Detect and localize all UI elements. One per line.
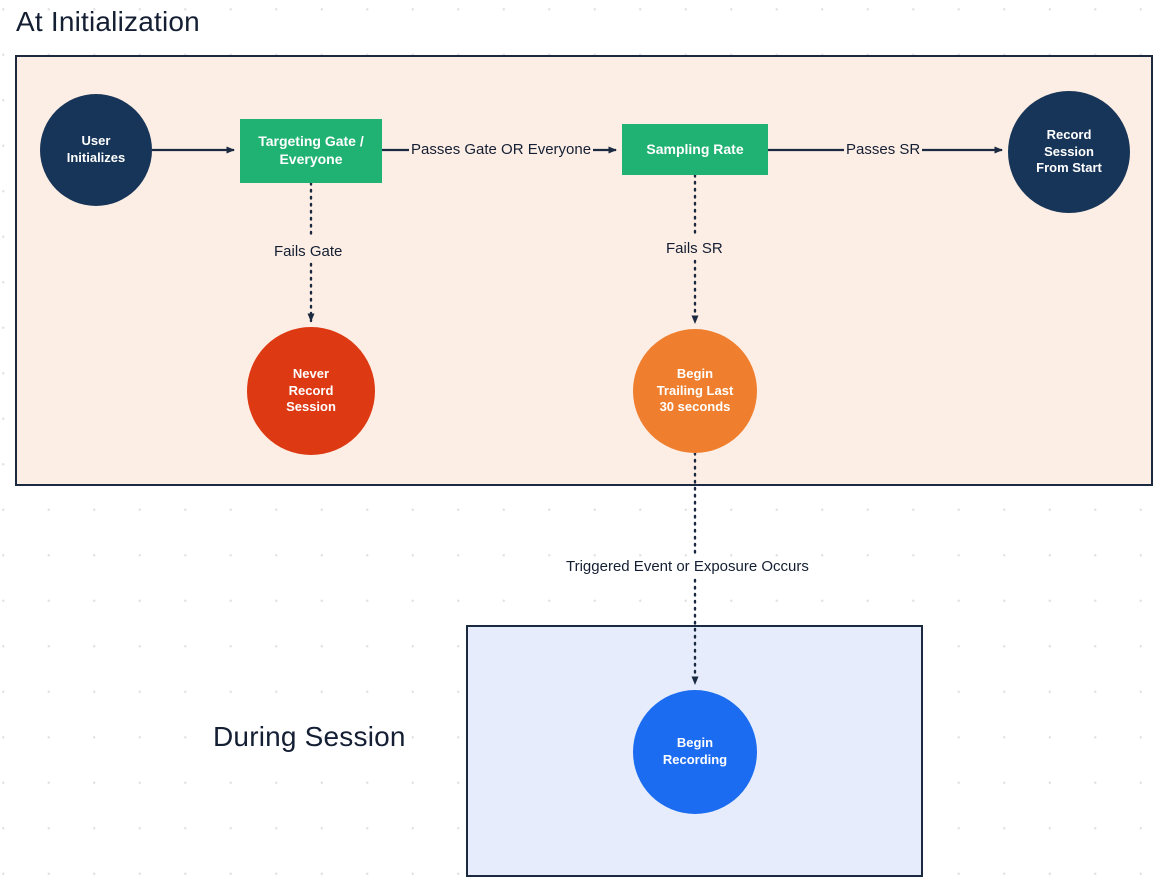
- node-sampling-rate-label: Sampling Rate: [646, 140, 744, 157]
- node-sampling-rate[interactable]: Sampling Rate: [622, 124, 768, 175]
- node-user-initializes-label: User Initializes: [66, 133, 126, 165]
- page-title-during-session: During Session: [213, 721, 406, 752]
- node-begin-trailing-last-30-seconds[interactable]: Begin Trailing Last 30 seconds: [633, 329, 757, 453]
- node-record-session-from-start-label: Record Session From Start: [1036, 127, 1102, 176]
- edge-label-triggered-event-or-exposure-occurs: Triggered Event or Exposure Occurs: [566, 558, 809, 575]
- node-begin-recording[interactable]: Begin Recording: [633, 690, 757, 814]
- node-user-initializes[interactable]: User Initializes: [40, 94, 152, 206]
- node-begin-recording-label: Begin Recording: [662, 735, 728, 767]
- node-targeting-gate[interactable]: Targeting Gate / Everyone: [240, 119, 382, 183]
- page-title-at-initialization: At Initialization: [16, 6, 200, 37]
- edge-label-passes-gate-or-everyone: Passes Gate OR Everyone: [411, 141, 592, 158]
- region-at-initialization: [15, 55, 1153, 486]
- node-targeting-gate-label: Targeting Gate / Everyone: [258, 133, 364, 167]
- edge-label-passes-sr: Passes SR: [846, 141, 921, 158]
- edge-label-fails-sr: Fails SR: [666, 240, 723, 257]
- edge-label-fails-gate: Fails Gate: [274, 243, 343, 260]
- node-begin-trailing-last-30-seconds-label: Begin Trailing Last 30 seconds: [656, 366, 734, 415]
- node-never-record-session-label: Never Record Session: [286, 366, 336, 415]
- node-record-session-from-start[interactable]: Record Session From Start: [1008, 91, 1130, 213]
- node-never-record-session[interactable]: Never Record Session: [247, 327, 375, 455]
